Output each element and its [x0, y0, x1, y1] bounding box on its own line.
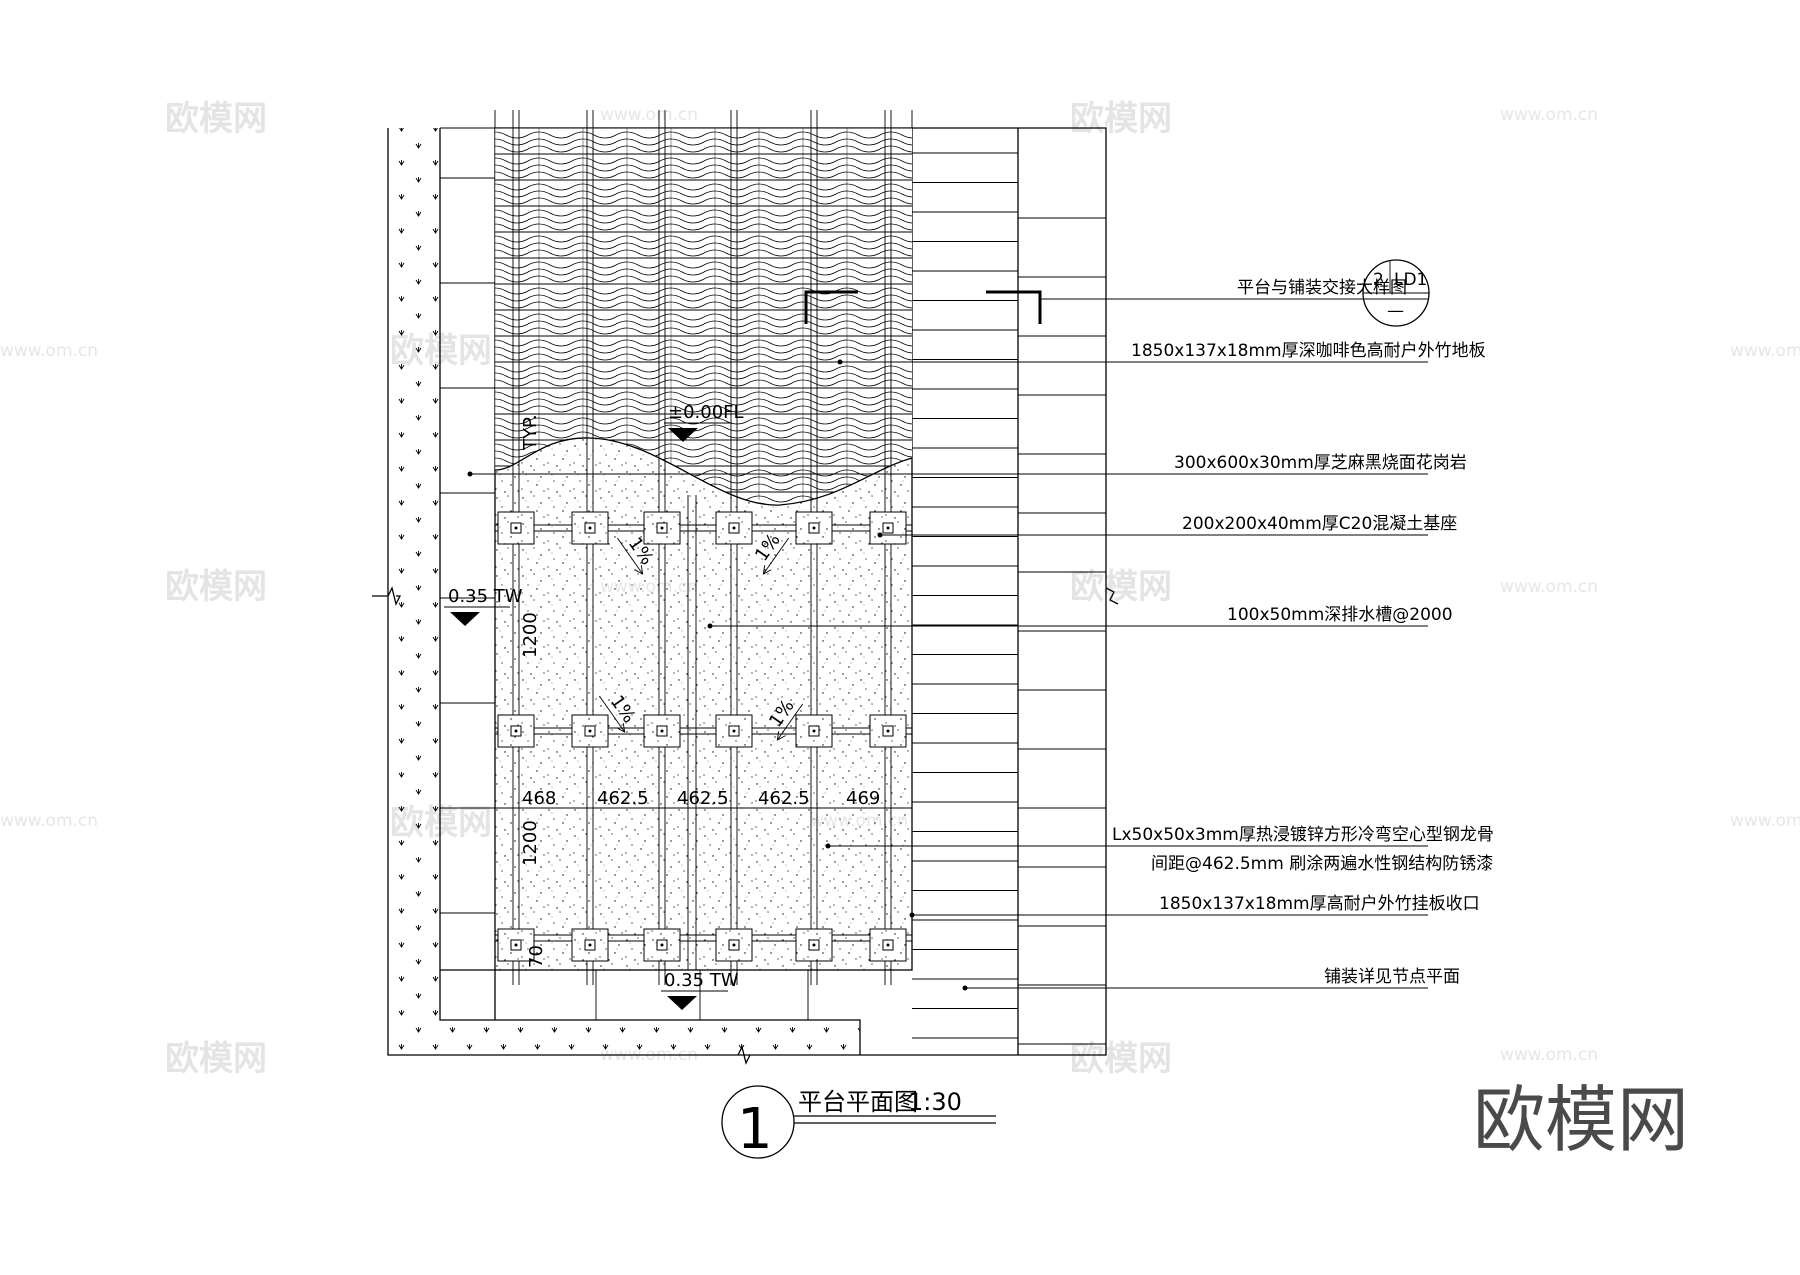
callout-text: 200x200x40mm厚C20混凝土基座	[1182, 514, 1457, 534]
dim-span-4: 462.5	[758, 788, 810, 809]
section-ref-sheet: LD1	[1394, 270, 1427, 290]
footing	[643, 511, 681, 545]
footing	[497, 511, 535, 545]
footing	[715, 928, 753, 962]
section-reference: 2 LD1 —	[1362, 259, 1430, 327]
callout-text: 300x600x30mm厚芝麻黑烧面花岗岩	[1174, 453, 1467, 473]
watermark-brand: 欧模网	[165, 567, 267, 607]
beam-line	[495, 934, 912, 942]
watermark-url: www.om.cn	[1500, 1045, 1598, 1065]
right-cladding	[912, 127, 1119, 1056]
level-label-bottom: 0.35 TW	[664, 970, 739, 991]
level-label-left: 0.35 TW	[448, 586, 523, 607]
drawing-title: 平台平面图	[798, 1088, 918, 1116]
footing	[643, 928, 681, 962]
watermark-brand: 欧模网	[165, 1039, 267, 1079]
dim-span-1: 468	[522, 788, 556, 809]
watermark-brand: 欧模网	[165, 99, 267, 139]
footing	[795, 714, 833, 748]
watermark-url: www.om.cn	[0, 341, 98, 361]
concrete-footings	[497, 511, 907, 962]
beam-line	[495, 727, 912, 735]
dim-span-5: 469	[846, 788, 880, 809]
section-ref-number: 2	[1373, 270, 1384, 290]
watermark-url: www.om.cn	[0, 811, 98, 831]
brand-logo-text: 欧模网	[1473, 1078, 1689, 1162]
callout-text: 间距@462.5mm 刷涂两遍水性钢结构防锈漆	[1151, 854, 1493, 874]
callout-text: 100x50mm深排水槽@2000	[1227, 605, 1453, 625]
footing	[869, 511, 907, 545]
watermark-brand: 欧模网	[1070, 99, 1172, 139]
footing	[497, 714, 535, 748]
watermark-brand: 欧模网	[1070, 1039, 1172, 1079]
grass-border	[372, 128, 912, 1065]
drawing-scale: 1:30	[908, 1088, 962, 1116]
level-label-top: ±0.00FL	[668, 402, 744, 423]
watermark-url: www.om.cn	[1500, 577, 1598, 597]
footing	[715, 714, 753, 748]
dim-typ: TYP.	[520, 414, 541, 451]
footing	[497, 928, 535, 962]
drawing-title-block: 1 平台平面图 1:30	[721, 1085, 996, 1162]
footing	[715, 511, 753, 545]
dimensions: 468 462.5 462.5 462.5 469 1200 1200 TYP.…	[495, 414, 912, 968]
dim-bay-upper: 1200	[520, 612, 541, 658]
watermark-url: www.om.cn	[1500, 105, 1598, 125]
section-ref-below: —	[1387, 301, 1404, 321]
callout-text: 1850x137x18mm厚深咖啡色高耐户外竹地板	[1131, 341, 1486, 361]
watermark-url: www.om.cn	[1730, 341, 1800, 361]
beam-line	[495, 524, 912, 532]
level-marker-top: ±0.00FL	[664, 402, 744, 442]
level-marker-left: 0.35 TW	[444, 586, 523, 626]
callout-leaders: 平台与铺装交接大样图1850x137x18mm厚深咖啡色高耐户外竹地板300x6…	[467, 278, 1494, 991]
bamboo-decking	[494, 128, 913, 506]
dim-span-3: 462.5	[677, 788, 729, 809]
dim-bay-lower: 1200	[520, 820, 541, 866]
level-marker-bottom: 0.35 TW	[661, 970, 739, 1010]
footing	[869, 928, 907, 962]
footing	[795, 928, 833, 962]
footing	[571, 511, 609, 545]
dim-span-2: 462.5	[597, 788, 649, 809]
callout-text: 1850x137x18mm厚高耐户外竹挂板收口	[1159, 894, 1480, 914]
drain-channel	[687, 495, 697, 970]
footing	[795, 511, 833, 545]
watermark-url: www.om.cn	[600, 105, 698, 125]
footing	[869, 714, 907, 748]
footing	[571, 928, 609, 962]
callout-text: 铺装详见节点平面	[1324, 967, 1460, 987]
watermark-url: www.om.cn	[1730, 811, 1800, 831]
dim-small: 70	[526, 945, 547, 968]
callout-text: Lx50x50x3mm厚热浸镀锌方形冷弯空心型钢龙骨	[1112, 825, 1494, 845]
watermark-brand: 欧模网	[1070, 567, 1172, 607]
steel-joists	[494, 110, 913, 985]
footing	[571, 714, 609, 748]
footing	[643, 714, 681, 748]
steel-beams	[495, 524, 912, 942]
detail-number: 1	[737, 1097, 773, 1162]
